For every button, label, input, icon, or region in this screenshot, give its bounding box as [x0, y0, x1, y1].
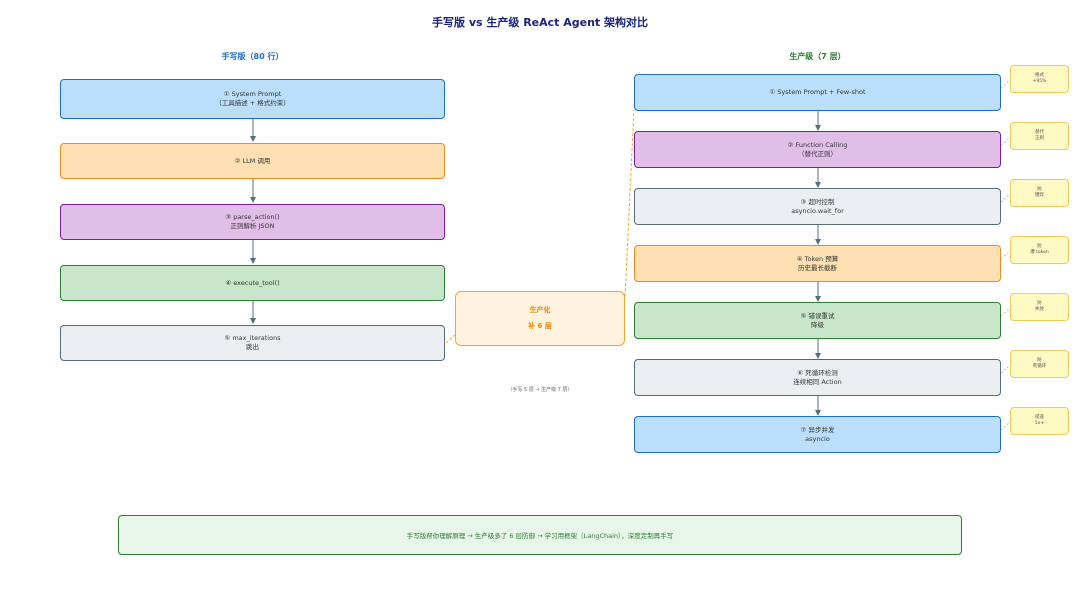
right-step-6-loop-detect: ⑥ 死循环检测 连续相同 Action: [634, 359, 1001, 396]
right-step-5-retry: ⑤ 错误重试 降级: [634, 302, 1001, 339]
productionize-line1: 生产化: [529, 306, 551, 315]
note-connector-5: [1000, 307, 1011, 317]
left-step-5-max-iterations: ⑤ max_iterations 跳出: [60, 325, 445, 361]
note-connector-1: [1000, 79, 1011, 89]
note-connector-3: [1000, 193, 1011, 203]
left-step-1-line1: ① System Prompt: [223, 90, 282, 99]
right-step-3-timeout: ③ 超时控制 asyncio.wait_for: [634, 188, 1001, 225]
page-title: 手写版 vs 生产级 ReAct Agent 架构对比: [431, 16, 649, 29]
productionize-caption: （手写 5 层 → 生产级 7 层）: [507, 387, 573, 393]
right-step-5-line2: 降级: [811, 320, 824, 329]
right-step-2-line1: ② Function Calling: [787, 140, 848, 149]
right-step-2-line2: （替代正则）: [798, 149, 837, 158]
right-step-7-async: ⑦ 异步并发 asyncio: [634, 416, 1001, 453]
note-3: 防 爆炸: [1010, 179, 1069, 207]
left-step-3-line1: ③ parse_action(): [225, 213, 280, 222]
left-step-5-line2: 跳出: [246, 343, 259, 351]
note-7-line1: 提速: [1035, 414, 1044, 420]
note-3-line2: 爆炸: [1035, 193, 1044, 198]
right-step-6-line2: 连续相同 Action: [793, 377, 842, 386]
left-step-2-llm-call: ② LLM 调用: [60, 143, 445, 179]
note-2-line2: 正则: [1035, 136, 1044, 141]
note-6: 防 死循环: [1010, 350, 1069, 378]
left-step-3-line2: 正则解析 JSON: [230, 222, 275, 230]
right-step-1-line1: ① System Prompt + Few-shot: [769, 88, 866, 97]
productionize-box: 生产化 补 6 层: [455, 291, 625, 346]
note-7: 提速 5x+: [1010, 407, 1069, 435]
right-step-4-line2: 历史最长截断: [798, 263, 837, 272]
note-connector-7: [1000, 421, 1011, 431]
right-step-3-line1: ③ 超时控制: [800, 197, 835, 206]
right-step-4-line1: ④ Token 预算: [796, 254, 839, 263]
left-step-1-system-prompt: ① System Prompt （工具描述 + 格式约束）: [60, 79, 445, 119]
left-step-2-line1: ② LLM 调用: [234, 156, 271, 165]
note-connector-2: [1000, 136, 1011, 146]
note-3-line1: 防: [1037, 186, 1042, 192]
right-step-7-line2: asyncio: [805, 434, 830, 443]
note-connector-4: [1000, 250, 1011, 260]
right-column-heading: 生产级（7 层）: [789, 52, 846, 61]
note-4-line2: 爆 token: [1030, 250, 1049, 255]
productionize-line2: 补 6 层: [528, 321, 552, 330]
left-step-1-line2: （工具描述 + 格式约束）: [215, 99, 290, 107]
note-1: 格式 +95%: [1010, 65, 1069, 93]
note-6-line1: 防: [1037, 357, 1042, 363]
left-step-3-parse-action: ③ parse_action() 正则解析 JSON: [60, 204, 445, 240]
right-step-3-line2: asyncio.wait_for: [791, 206, 844, 215]
left-column-heading: 手写版（80 行）: [221, 52, 284, 61]
note-5: 防 失败: [1010, 293, 1069, 321]
left-step-4-execute-tool: ④ execute_tool(): [60, 265, 445, 301]
right-step-5-line1: ⑤ 错误重试: [800, 311, 835, 320]
note-4-line1: 防: [1037, 243, 1042, 249]
right-step-4-token-budget: ④ Token 预算 历史最长截断: [634, 245, 1001, 282]
right-step-7-line1: ⑦ 异步并发: [800, 425, 835, 434]
note-4: 防 爆 token: [1010, 236, 1069, 264]
right-step-1-system-prompt: ① System Prompt + Few-shot: [634, 74, 1001, 111]
note-6-line2: 死循环: [1032, 364, 1047, 369]
note-5-line2: 失败: [1035, 307, 1044, 312]
summary-banner: 手写版帮你理解原理 → 生产级多了 6 层防御 → 学习用框架（LangChai…: [118, 515, 962, 555]
right-step-6-line1: ⑥ 死循环检测: [797, 368, 838, 377]
note-1-line1: 格式: [1035, 72, 1044, 78]
note-connector-6: [1000, 364, 1011, 374]
note-5-line1: 防: [1037, 300, 1042, 306]
left-step-5-line1: ⑤ max_iterations: [224, 334, 281, 343]
left-step-4-line1: ④ execute_tool(): [225, 278, 280, 287]
right-step-2-function-calling: ② Function Calling （替代正则）: [634, 131, 1001, 168]
note-7-line2: 5x+: [1034, 421, 1045, 426]
note-2: 替代 正则: [1010, 122, 1069, 150]
note-2-line1: 替代: [1035, 129, 1044, 135]
note-1-line2: +95%: [1032, 79, 1047, 84]
production-connector: [445, 109, 635, 344]
